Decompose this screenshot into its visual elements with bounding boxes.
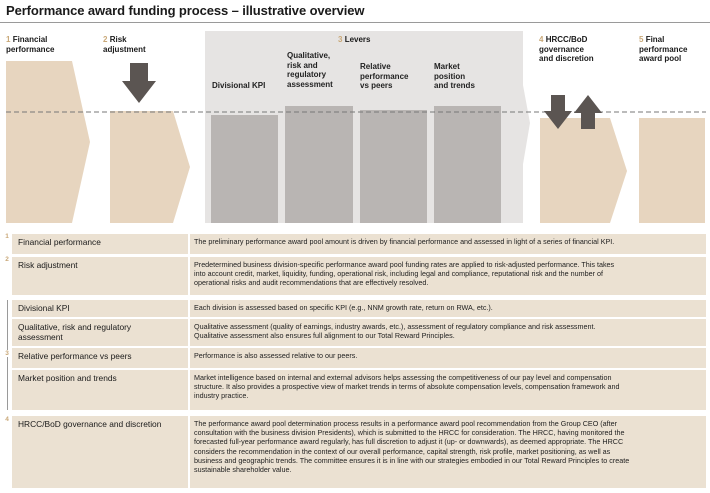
lever-4-text-3: and trends <box>434 81 475 90</box>
lever-4-text-1: Market <box>434 62 460 71</box>
row-5-label: Relative performance vs peers <box>12 348 188 368</box>
lever-4-text-2: position <box>434 71 466 81</box>
lever-3-label: Relative performance vs peers <box>360 62 408 91</box>
lever-3-block <box>360 110 427 223</box>
row-7-line-3: forecasted full-year performance award r… <box>194 437 624 447</box>
row-3-line-1: Each division is assessed based on speci… <box>194 303 493 312</box>
row-4-label-2: assessment <box>18 332 63 342</box>
lever-3-text-3: vs peers <box>360 81 393 90</box>
step-4-text-1: HRCC/BoD <box>545 35 588 44</box>
step-5-number: 5 <box>639 35 644 44</box>
lever-1-text-1: Divisional KPI <box>212 81 266 90</box>
lever-1-block <box>211 115 278 223</box>
row-2-marker: 2 <box>5 256 9 263</box>
lever-2-block <box>285 106 353 223</box>
row-6-line-1: Market intelligence based on internal an… <box>194 373 612 382</box>
step-1-block <box>6 61 90 223</box>
lever-4-block <box>434 106 501 223</box>
lever-2-text-1: Qualitative, <box>287 51 331 60</box>
lever-4-label: Market position and trends <box>434 62 475 91</box>
step-2-label: 2 Risk adjustment <box>103 35 146 54</box>
step-5-text-3: award pool <box>639 54 682 63</box>
step-1-number: 1 <box>6 35 11 44</box>
step-4-label: 4 HRCC/BoD governance and discretion <box>539 35 594 64</box>
row-2-label: Risk adjustment <box>12 257 188 295</box>
lever-2-text-4: assessment <box>287 79 333 89</box>
row-1-text: The preliminary performance award pool a… <box>190 234 706 254</box>
step-2-block <box>110 111 190 223</box>
row-1-marker: 1 <box>5 233 9 240</box>
row-4-label-1: Qualitative, risk and regulatory <box>18 322 132 332</box>
step-2-text-2: adjustment <box>103 44 146 54</box>
row-4-line-1: Qualitative assessment (quality of earni… <box>194 322 596 331</box>
row-5-text: Performance is also assessed relative to… <box>190 348 706 368</box>
down-arrow-icon <box>544 95 572 129</box>
step-2-text-1: Risk <box>109 35 127 44</box>
step-4-text-3: and discretion <box>539 54 594 63</box>
step-5-text-1: Final <box>645 35 665 44</box>
step-3-label: 3 Levers <box>338 35 370 45</box>
row-7-line-6: sustainable shareholder value. <box>194 465 292 475</box>
lever-3-text-1: Relative <box>360 62 391 71</box>
row-4-text: Qualitative assessment (quality of earni… <box>190 319 706 346</box>
row-5-line-1: Performance is also assessed relative to… <box>194 351 358 360</box>
lever-1-label: Divisional KPI <box>212 81 265 91</box>
down-arrow-icon <box>122 63 156 103</box>
row-7-text: The performance award pool determination… <box>190 416 706 488</box>
row-7-line-1: The performance award pool determination… <box>194 419 618 428</box>
row-group-3-marker: 3 <box>2 350 12 357</box>
step-4-number: 4 <box>539 35 544 44</box>
lever-3-text-2: performance <box>360 71 409 81</box>
row-4-line-2: Qualitative assessment also ensures full… <box>194 331 455 341</box>
row-4-label: Qualitative, risk and regulatory assessm… <box>12 319 188 346</box>
row-1-label: Financial performance <box>12 234 188 254</box>
row-2-line-1: Predetermined business division-specific… <box>194 260 615 269</box>
row-7-line-5: business and geographic trends. The comm… <box>194 455 630 465</box>
row-2-line-2: into account credit, market, liquidity, … <box>194 269 603 279</box>
step-3-number: 3 <box>338 35 343 44</box>
lever-2-label: Qualitative, risk and regulatory assessm… <box>287 51 333 89</box>
up-arrow-icon <box>574 95 602 129</box>
title-divider <box>0 22 710 23</box>
row-3-text: Each division is assessed based on speci… <box>190 300 706 317</box>
row-7-line-2: consultation with the business division … <box>194 428 625 438</box>
levers-panel-arrow <box>513 31 530 223</box>
row-6-text: Market intelligence based on internal an… <box>190 370 706 410</box>
step-1-text-1: Financial <box>12 35 48 44</box>
step-5-block <box>639 118 705 223</box>
row-6-label: Market position and trends <box>12 370 188 410</box>
step-1-label: 1 Financial performance <box>6 35 54 54</box>
lever-2-text-3: regulatory <box>287 70 327 79</box>
lever-2-text-2: risk and <box>287 60 318 70</box>
row-1-line-1: The preliminary performance award pool a… <box>194 237 615 246</box>
diagram-shapes <box>6 61 706 223</box>
step-4-text-2: governance <box>539 44 584 54</box>
row-6-line-2: structure. It also provides a prospectiv… <box>194 382 620 392</box>
row-7-line-4: considers the recommendation in the cont… <box>194 446 611 456</box>
process-diagram: 1 Financial performance 2 Risk adjustmen… <box>0 23 710 228</box>
row-7-label: HRCC/BoD governance and discretion <box>12 416 188 488</box>
step-2-number: 2 <box>103 35 108 44</box>
step-3-text-1: Levers <box>344 35 371 44</box>
row-3-label: Divisional KPI <box>12 300 188 317</box>
row-2-text: Predetermined business division-specific… <box>190 257 706 295</box>
step-5-text-2: performance <box>639 44 688 54</box>
page-title: Performance award funding process – illu… <box>6 3 365 18</box>
row-7-marker: 4 <box>5 416 9 423</box>
step-4-block <box>540 118 627 223</box>
description-table: 1 Financial performance The preliminary … <box>0 230 710 493</box>
row-6-line-3: industry practice. <box>194 391 249 401</box>
step-5-label: 5 Final performance award pool <box>639 35 687 64</box>
step-1-text-2: performance <box>6 44 55 54</box>
row-2-line-3: operational risks and audit recommendati… <box>194 278 429 288</box>
